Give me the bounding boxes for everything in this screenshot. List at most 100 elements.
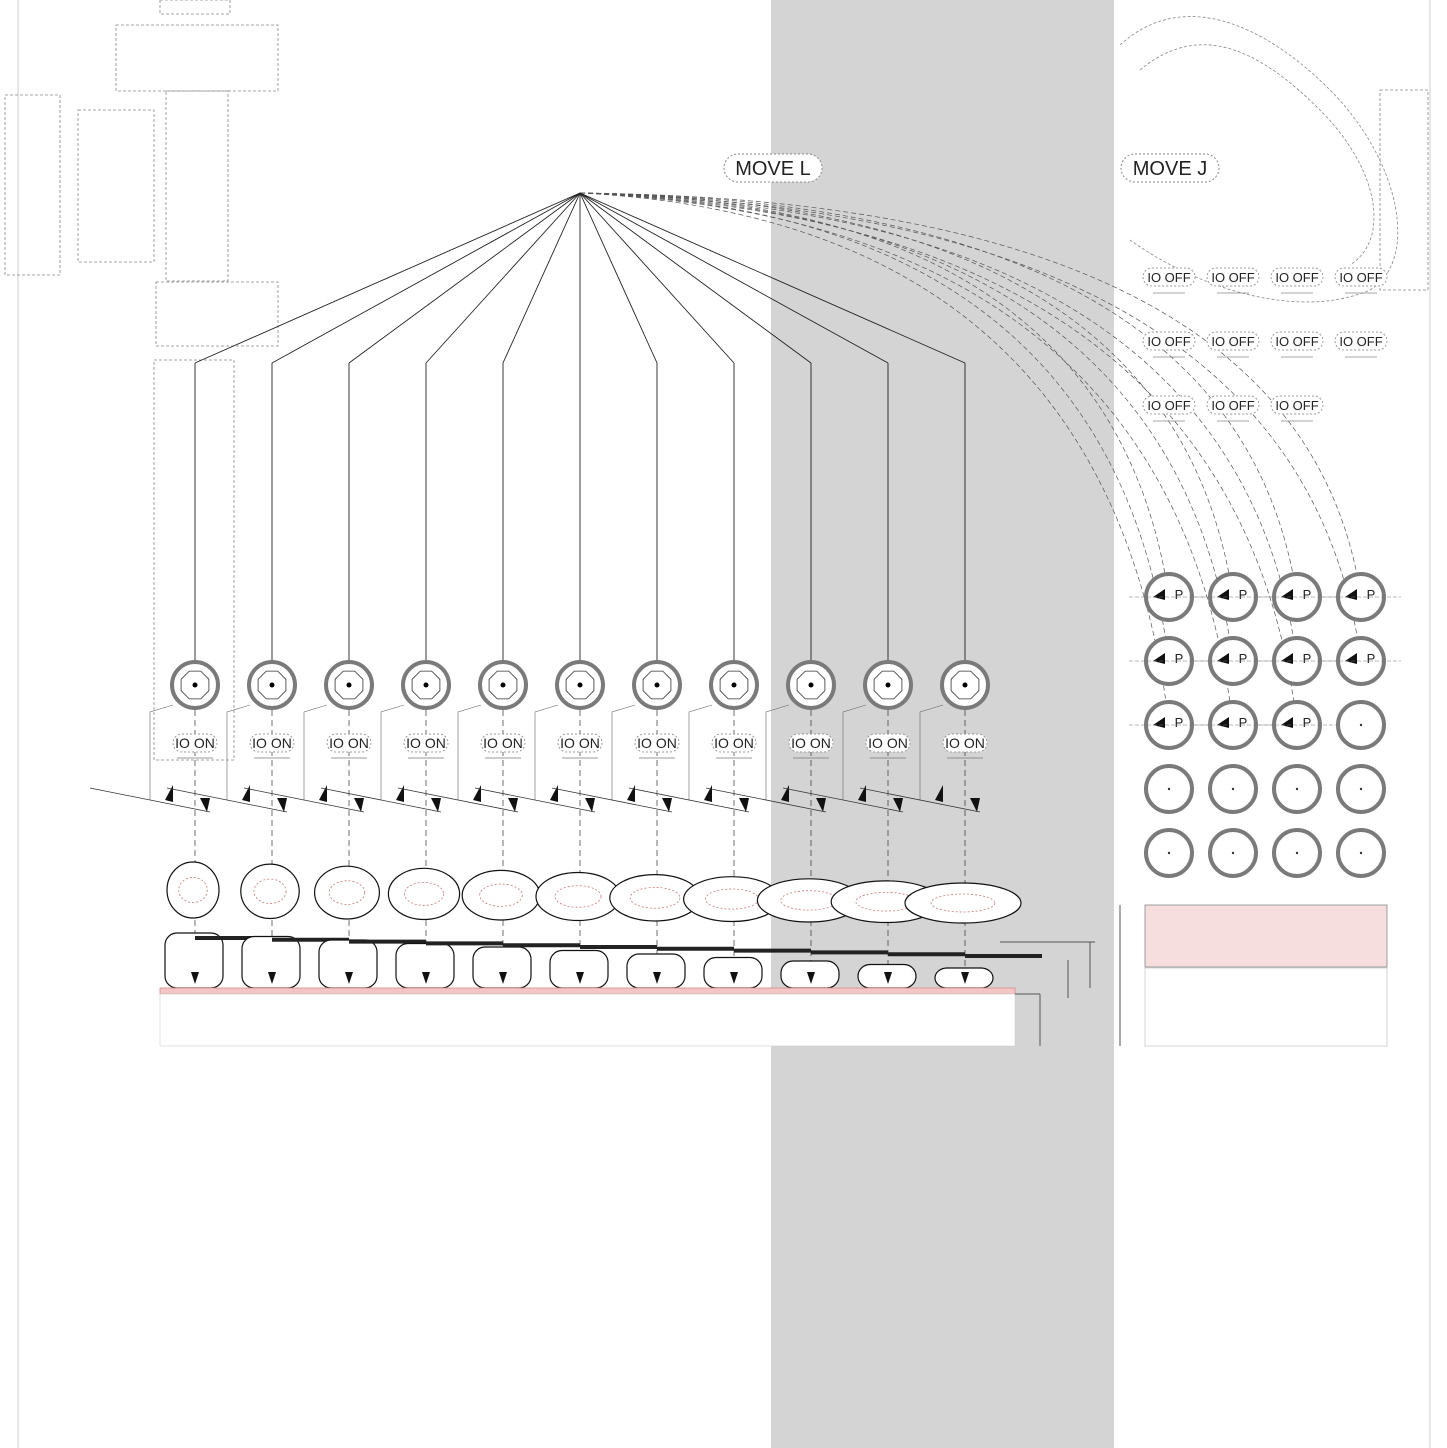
stone-top-view: [461, 869, 541, 921]
move-l-path: [579, 192, 966, 364]
gripper-octagon: [873, 670, 903, 700]
target-point: [577, 682, 583, 688]
gripper-octagon: [796, 670, 826, 700]
place-arrow-icon: [499, 972, 507, 984]
angle-marker: [816, 798, 826, 812]
highlight-band: [771, 0, 1114, 1448]
stone-section: [549, 949, 609, 989]
io-off-badge: [1270, 267, 1324, 287]
io-on-badge: [788, 733, 834, 753]
stones-row: [164, 861, 1042, 989]
stone-top-view: [904, 882, 1022, 924]
move-j-arcs: [579, 192, 1362, 726]
move-l-badge: [723, 153, 823, 183]
gripper-octagon: [950, 670, 980, 700]
leader-line: [611, 704, 636, 800]
io-on-label: IO ON: [406, 735, 446, 751]
move-l-path: [579, 192, 812, 364]
angle-marker: [970, 798, 980, 812]
place-arrow-icon: [807, 972, 815, 984]
angle-marker: [893, 798, 903, 812]
move-l-path: [425, 192, 581, 364]
stone-top-view: [166, 861, 220, 919]
io-on-label: IO ON: [868, 735, 908, 751]
io-on-badge: [634, 733, 680, 753]
io-on-badge: [942, 733, 988, 753]
target-point: [885, 682, 891, 688]
io-off-badge: [1142, 267, 1196, 287]
io-on-label: IO ON: [791, 735, 831, 751]
io-on-badge: [480, 733, 526, 753]
move-l-path: [579, 192, 735, 364]
io-on-label: IO ON: [560, 735, 600, 751]
io-on-badge: [172, 733, 218, 753]
leader-line: [380, 704, 405, 800]
io-off-badge: [1334, 267, 1388, 287]
stone-section: [472, 946, 532, 989]
move-j-badge: [1120, 153, 1220, 183]
place-arrow-icon: [191, 972, 199, 984]
move-j-path: [579, 192, 1234, 726]
tilt-line: [474, 787, 596, 813]
angle-marker: [165, 785, 173, 802]
io-off-badge: [1206, 395, 1260, 415]
point-label: P: [1239, 651, 1248, 666]
angle-marker: [550, 785, 558, 802]
io-off-label: IO OFF: [1211, 334, 1254, 349]
point-label: P: [1239, 715, 1248, 730]
move-j-label: MOVE J: [1133, 158, 1207, 180]
point-label: P: [1175, 587, 1184, 602]
io-off-badge: [1270, 395, 1324, 415]
angle-marker: [396, 785, 404, 802]
io-off-label: IO OFF: [1147, 270, 1190, 285]
io-off-label: IO OFF: [1275, 270, 1318, 285]
angle-marker: [627, 785, 635, 802]
place-arrow-icon: [422, 972, 430, 984]
gripper-octagon: [411, 670, 441, 700]
tilt-line: [397, 787, 519, 813]
io-on-label: IO ON: [175, 735, 215, 751]
gripper-octagon: [180, 670, 210, 700]
place-arrow-icon: [884, 972, 892, 984]
point-label: P: [1303, 651, 1312, 666]
angle-marker: [473, 785, 481, 802]
section-ground: [159, 941, 1095, 1047]
move-j-path: [579, 192, 1298, 726]
io-on-label: IO ON: [483, 735, 523, 751]
leader-line: [919, 704, 944, 800]
io-on-label: IO ON: [637, 735, 677, 751]
tilt-line: [705, 787, 827, 813]
io-off-badge: [1142, 331, 1196, 351]
move-l-fan: [194, 192, 966, 685]
gripper-octagon: [488, 670, 518, 700]
tilt-line: [859, 787, 981, 813]
angle-marker: [935, 785, 943, 802]
angle-marker: [354, 798, 364, 812]
angle-marker: [704, 785, 712, 802]
io-off-badge: [1206, 267, 1260, 287]
target-point: [269, 682, 275, 688]
move-l-path: [579, 192, 658, 364]
robot-arm-outline-right: [1119, 16, 1429, 303]
section-right: [1119, 904, 1388, 1047]
target-point: [500, 682, 506, 688]
stone-top-view: [314, 865, 381, 920]
io-off-label: IO OFF: [1339, 334, 1382, 349]
gripper-octagon: [257, 670, 287, 700]
place-arrow-icon: [268, 972, 276, 984]
angle-marker: [431, 798, 441, 812]
io-off-badge: [1334, 331, 1388, 351]
angle-marker: [319, 785, 327, 802]
target-point: [808, 682, 814, 688]
move-j-path: [579, 192, 1362, 598]
io-on-badge: [326, 733, 372, 753]
io-off-label: IO OFF: [1211, 270, 1254, 285]
target-point: [654, 682, 660, 688]
leader-line: [149, 704, 174, 800]
place-arrow-icon: [730, 972, 738, 984]
point-label: P: [1303, 715, 1312, 730]
